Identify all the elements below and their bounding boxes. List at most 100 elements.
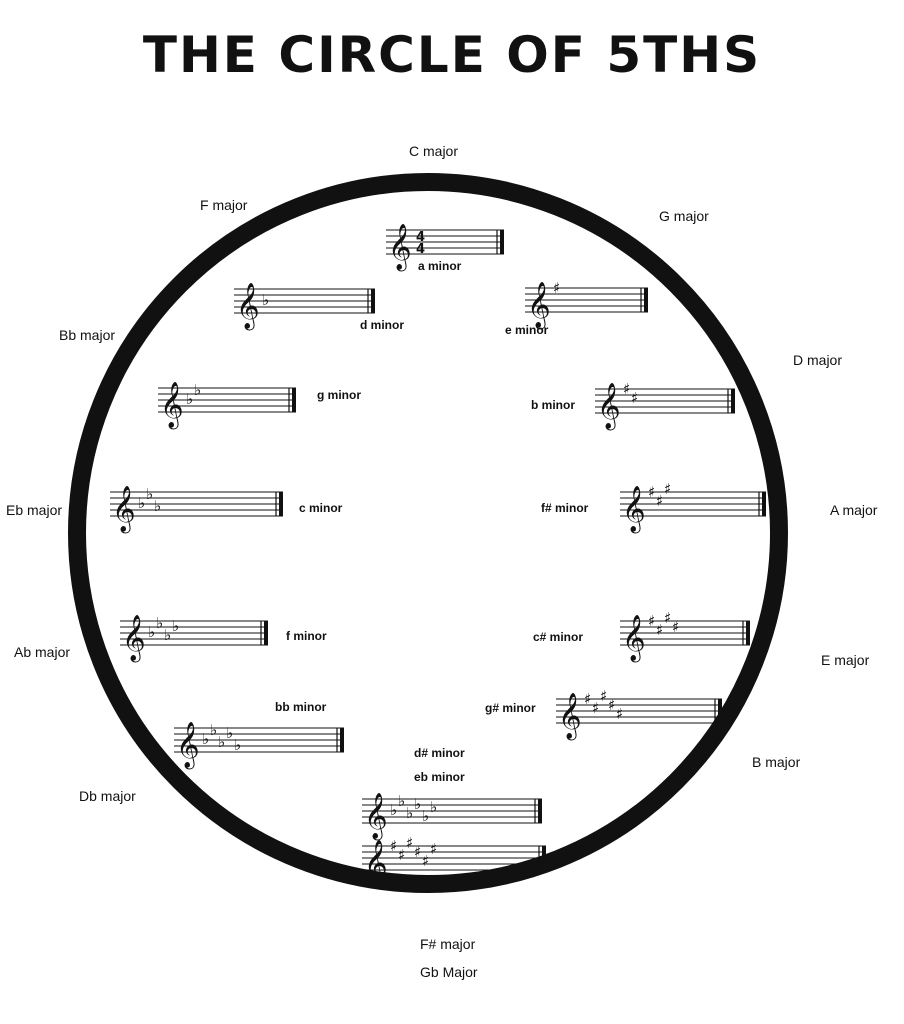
flat-icon: ♭: [406, 804, 413, 822]
flat-icon: ♭: [262, 291, 269, 309]
sharp-icon: ♯: [592, 699, 599, 717]
staff-d-svg: 𝄞♯♯: [595, 380, 735, 431]
minor-key-label-b-flat: bb minor: [275, 700, 327, 714]
major-key-label-d: D major: [793, 352, 843, 368]
staff-ab-svg: 𝄞♭♭♭♭: [120, 614, 268, 663]
treble-clef-icon: 𝄞: [622, 486, 646, 534]
thick-barline: [762, 492, 766, 516]
thick-barline: [538, 799, 542, 823]
minor-key-label-c-sharp: c# minor: [533, 630, 584, 644]
thick-barline: [718, 699, 722, 723]
flat-icon: ♭: [138, 494, 145, 512]
flat-icon: ♭: [146, 485, 153, 503]
staff-eb-svg: 𝄞♭♭♭: [110, 485, 283, 534]
major-key-label-b: B major: [752, 754, 801, 770]
sharp-icon: ♯: [616, 705, 623, 723]
flat-icon: ♭: [226, 724, 233, 742]
thick-barline: [340, 728, 344, 752]
thick-barline: [542, 846, 546, 870]
major-key-label-g-flat: Gb Major: [420, 964, 478, 980]
major-key-label-f: F major: [200, 197, 248, 213]
treble-clef-icon: 𝄞: [364, 793, 388, 841]
treble-clef-icon: 𝄞: [160, 382, 184, 430]
staff-a-major: 𝄞♯♯♯: [620, 480, 768, 534]
staff-b-flat-major: 𝄞♭♭: [158, 380, 298, 430]
minor-key-label-c: c minor: [299, 501, 343, 515]
thick-barline: [746, 621, 750, 645]
sharp-icon: ♯: [672, 618, 679, 636]
minor-key-label-d-sharp: d# minor: [414, 746, 465, 760]
major-key-label-c: C major: [409, 143, 459, 159]
treble-clef-icon: 𝄞: [122, 615, 146, 663]
staff-b-major: 𝄞♯♯♯♯♯: [556, 687, 724, 741]
thick-barline: [279, 492, 283, 516]
thick-barline: [500, 230, 504, 254]
staff-gb-svg: 𝄞♭♭♭♭♭♭: [362, 792, 542, 841]
circle-ring: [68, 173, 788, 893]
time-signature-bottom: 4: [416, 242, 425, 257]
sharp-icon: ♯: [414, 843, 421, 861]
minor-key-label-b: b minor: [531, 398, 575, 412]
staff-g-major: 𝄞♯: [525, 279, 650, 330]
staff-d-major: 𝄞♯♯: [595, 380, 737, 431]
staff-a-svg: 𝄞♯♯♯: [620, 480, 766, 534]
minor-key-label-e-flat: eb minor: [414, 770, 465, 784]
flat-icon: ♭: [194, 381, 201, 399]
sharp-icon: ♯: [656, 492, 663, 510]
treble-clef-icon: 𝄞: [558, 693, 582, 741]
treble-clef-icon: 𝄞: [236, 283, 260, 331]
staff-f-major: 𝄞♭: [234, 281, 377, 331]
staff-bb-svg: 𝄞♭♭: [158, 381, 296, 430]
flat-icon: ♭: [390, 801, 397, 819]
minor-key-label-f: f minor: [286, 629, 327, 643]
flat-icon: ♭: [218, 733, 225, 751]
flat-icon: ♭: [414, 795, 421, 813]
flat-icon: ♭: [164, 626, 171, 644]
staff-db-svg: 𝄞♭♭♭♭♭: [174, 721, 344, 770]
flat-icon: ♭: [210, 721, 217, 739]
sharp-icon: ♯: [553, 279, 560, 297]
flat-icon: ♭: [148, 623, 155, 641]
sharp-icon: ♯: [600, 687, 607, 705]
minor-key-label-f-sharp: f# minor: [541, 501, 589, 515]
thick-barline: [292, 388, 296, 412]
minor-key-label-d: d minor: [360, 318, 404, 332]
flat-icon: ♭: [154, 497, 161, 515]
flat-icon: ♭: [234, 736, 241, 754]
sharp-icon: ♯: [398, 846, 405, 864]
major-key-label-b-flat: Bb major: [59, 327, 116, 343]
flat-icon: ♭: [172, 617, 179, 635]
sharp-icon: ♯: [648, 483, 655, 501]
staff-c-svg: 𝄞44: [386, 224, 504, 272]
sharp-icon: ♯: [422, 852, 429, 870]
thick-barline: [644, 288, 648, 312]
staff-d-flat-major: 𝄞♭♭♭♭♭: [174, 720, 346, 770]
flat-icon: ♭: [398, 792, 405, 810]
minor-key-label-g: g minor: [317, 388, 361, 402]
sharp-icon: ♯: [664, 609, 671, 627]
staff-f-sharp-major: 𝄞♯♯♯♯♯♯: [362, 834, 548, 888]
staff-g-svg: 𝄞♯: [525, 279, 648, 330]
major-key-label-e-flat: Eb major: [6, 502, 63, 518]
sharp-icon: ♯: [390, 837, 397, 855]
staff-f-svg: 𝄞♭: [234, 283, 375, 331]
major-key-label-g: G major: [659, 208, 709, 224]
staff-a-flat-major: 𝄞♭♭♭♭: [120, 613, 270, 663]
sharp-icon: ♯: [656, 621, 663, 639]
staff-e-flat-major: 𝄞♭♭♭: [110, 484, 285, 534]
treble-clef-icon: 𝄞: [112, 486, 136, 534]
sharp-icon: ♯: [584, 690, 591, 708]
treble-clef-icon: 𝄞: [176, 722, 200, 770]
sharp-icon: ♯: [648, 612, 655, 630]
flat-icon: ♭: [156, 614, 163, 632]
thick-barline: [371, 289, 375, 313]
sharp-icon: ♯: [623, 380, 630, 398]
treble-clef-icon: 𝄞: [597, 383, 621, 431]
flat-icon: ♭: [202, 730, 209, 748]
flat-icon: ♭: [422, 807, 429, 825]
thick-barline: [731, 389, 735, 413]
staff-e-svg: 𝄞♯♯♯♯: [620, 609, 750, 663]
sharp-icon: ♯: [664, 480, 671, 498]
sharp-icon: ♯: [406, 834, 413, 852]
